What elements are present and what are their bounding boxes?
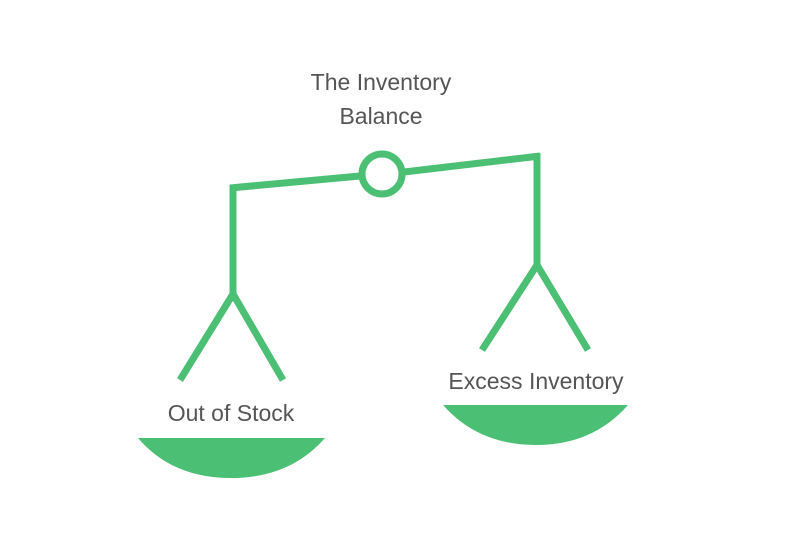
title-line-2: Balance: [339, 103, 422, 129]
scale-frame: [177, 150, 592, 382]
beam-right: [403, 152, 541, 176]
left-pan-label: Out of Stock: [168, 400, 295, 426]
pivot-circle: [358, 150, 406, 198]
right-pan-label: Excess Inventory: [448, 368, 624, 394]
left-pan: [138, 438, 325, 478]
right-pan-strings: [479, 258, 592, 352]
beam-left: [229, 172, 361, 192]
title-line-1: The Inventory: [311, 69, 452, 95]
left-pan-strings: [177, 287, 287, 382]
right-pan: [443, 405, 628, 445]
